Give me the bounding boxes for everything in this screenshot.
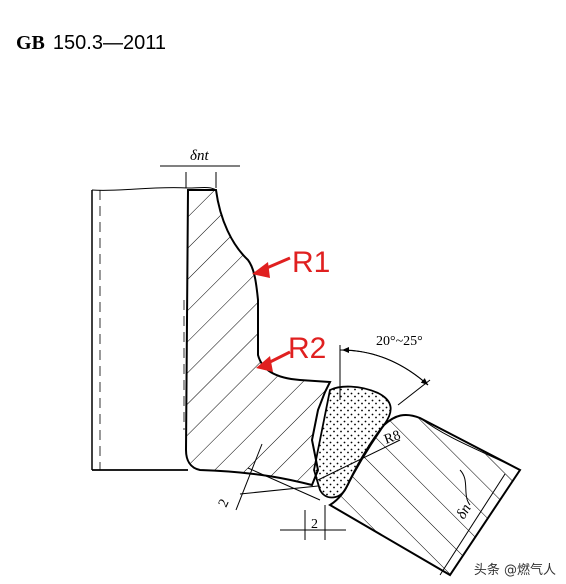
center-lines xyxy=(99,190,185,470)
fillet-radius-label: R8 xyxy=(382,428,402,448)
angle-label: 20°~25° xyxy=(376,334,423,349)
pipe-outline xyxy=(91,172,217,471)
watermark: 头条 @燃气人 xyxy=(473,563,556,578)
r1-label: R1 xyxy=(292,246,330,279)
nozzle-thickness-label: δnt xyxy=(190,148,209,164)
standard-number: 150.3—2011 xyxy=(52,32,166,54)
nozzle-body xyxy=(184,189,332,487)
gap-dimension-bottom xyxy=(280,505,346,540)
shell-plate xyxy=(328,413,522,577)
thickness-dimension-right xyxy=(439,473,506,576)
gap-label-left: 2 xyxy=(216,497,233,510)
r2-callout: R2 xyxy=(256,332,326,372)
r2-label: R2 xyxy=(288,332,326,365)
r1-callout: R1 xyxy=(252,246,330,279)
gap-dimension-left xyxy=(235,443,321,511)
fillet-radius-leader xyxy=(317,439,401,481)
head-thickness-label: δn xyxy=(454,501,475,522)
standard-prefix: GB xyxy=(16,32,45,54)
document-title: GB 150.3—2011 xyxy=(16,30,166,55)
angle-dimension xyxy=(339,345,431,406)
gap-label-bottom: 2 xyxy=(311,517,318,532)
